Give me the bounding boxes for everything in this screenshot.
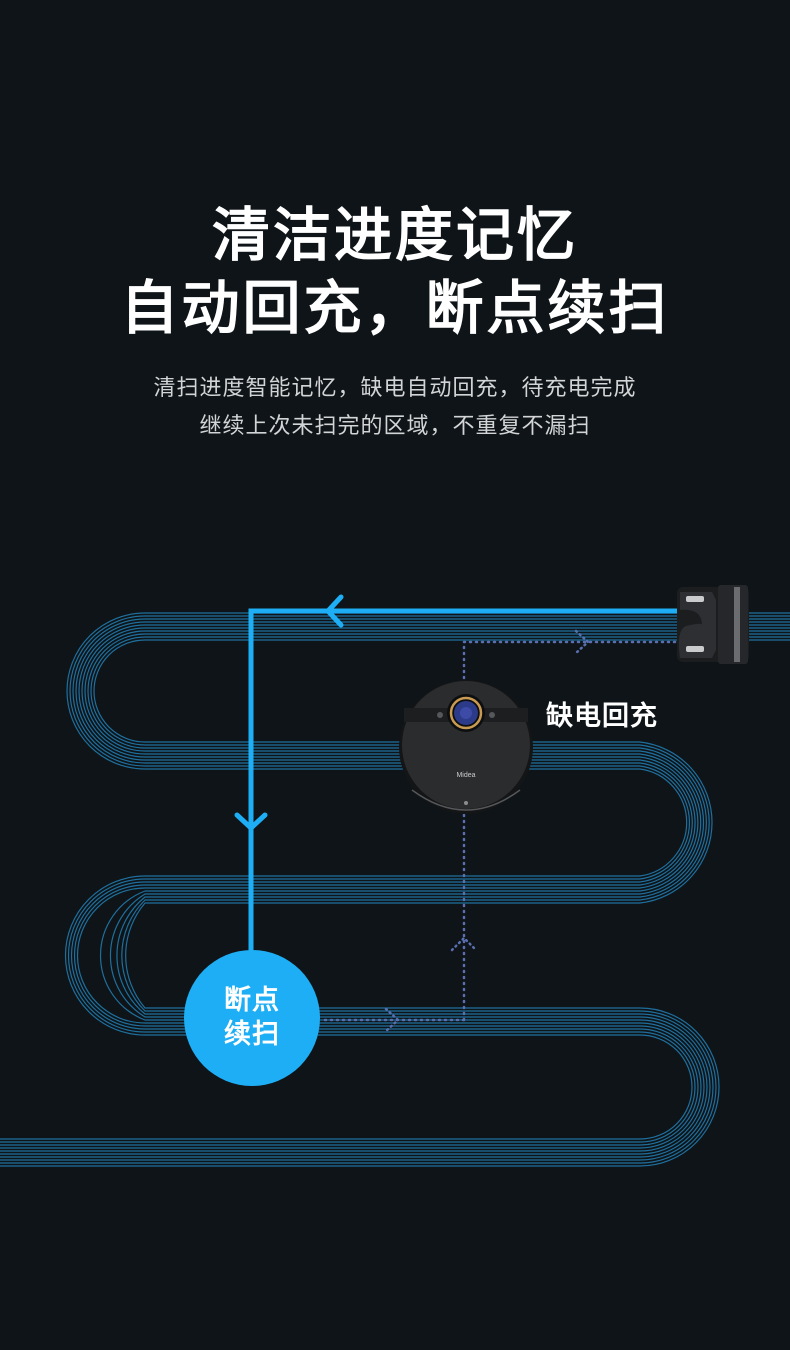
headline-line-2: 自动回充，断点续扫 <box>120 274 670 342</box>
subheadline-line-1: 清扫进度智能记忆，缺电自动回充，待充电完成 <box>153 376 637 401</box>
resume-badge-line-1: 断点 <box>224 985 280 1016</box>
arrow-left-icon <box>325 594 344 628</box>
robot-vacuum-icon: Midea <box>399 680 533 814</box>
dotted-recharge-path <box>323 640 682 1022</box>
robot-brand-logo: Midea <box>456 772 475 779</box>
resume-path <box>248 608 683 958</box>
subheadline-line-2: 继续上次未扫完的区域，不重复不漏扫 <box>199 414 591 439</box>
serpentine-cleaning-path <box>0 612 790 1167</box>
low-battery-recharge-label: 缺电回充 <box>546 701 658 732</box>
resume-badge-line-2: 续扫 <box>224 1019 280 1050</box>
arrow-up-icon <box>450 936 478 952</box>
arrow-right-icon <box>384 629 590 1033</box>
resume-cleaning-badge: 断点 续扫 <box>184 950 320 1086</box>
charging-dock-icon <box>677 585 749 664</box>
headline-line-1: 清洁进度记忆 <box>211 201 578 269</box>
arrow-down-icon <box>234 812 268 831</box>
